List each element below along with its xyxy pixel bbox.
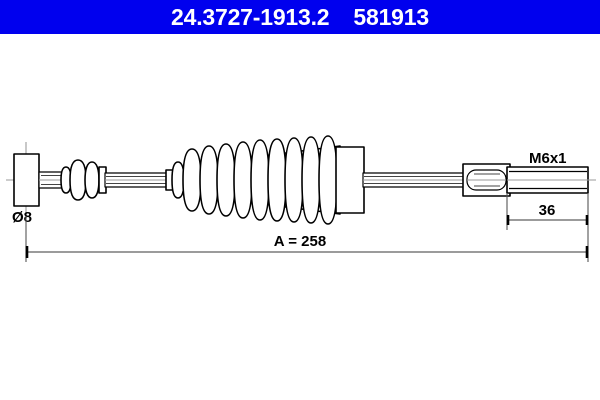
threaded-rod [506, 166, 596, 194]
part-drawing-svg: Ø8 M6x1 36 A = 258 [6, 135, 596, 262]
adjuster-sleeve [462, 163, 511, 197]
overall-length-value: A = 258 [274, 233, 326, 250]
bellows-stub [165, 161, 185, 199]
thread-label-group: M6x1 [529, 150, 567, 167]
outer-sleeve [362, 172, 467, 188]
dimension-overall-length: A = 258 [25, 216, 589, 262]
technical-drawing: Ø8 M6x1 36 A = 258 [0, 34, 600, 400]
title-bar: 24.3727-1913.2 581913 [0, 0, 600, 34]
bellows-boot [182, 135, 341, 225]
thread-spec-label: M6x1 [529, 150, 567, 167]
end-barrel-nipple [13, 153, 40, 207]
dimension-thread-length: 36 [506, 193, 589, 230]
thread-length-value: 36 [539, 202, 556, 219]
bellows-collar [335, 146, 365, 214]
part-number-label: 24.3727-1913.2 [171, 3, 330, 30]
small-grommet [60, 159, 107, 201]
diameter-label: Ø8 [12, 209, 32, 226]
diameter-label-group: Ø8 [12, 209, 32, 226]
article-number-label: 581913 [353, 3, 429, 30]
